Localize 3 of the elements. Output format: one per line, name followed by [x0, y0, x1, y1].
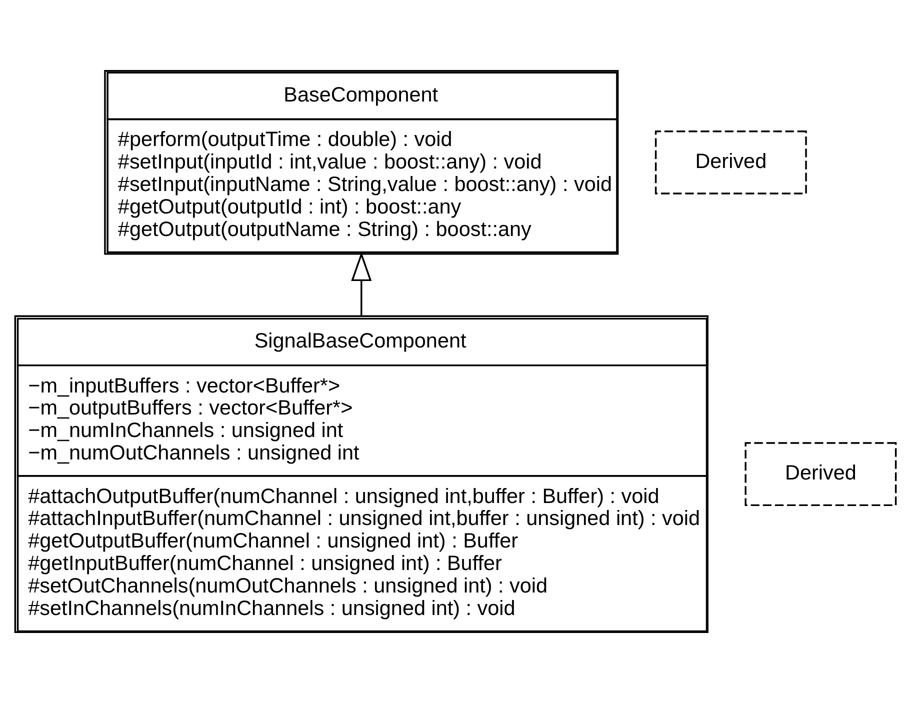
node-box: Derived: [654, 130, 807, 194]
arrow: [351, 251, 372, 316]
node-box: Derived: [744, 442, 897, 506]
